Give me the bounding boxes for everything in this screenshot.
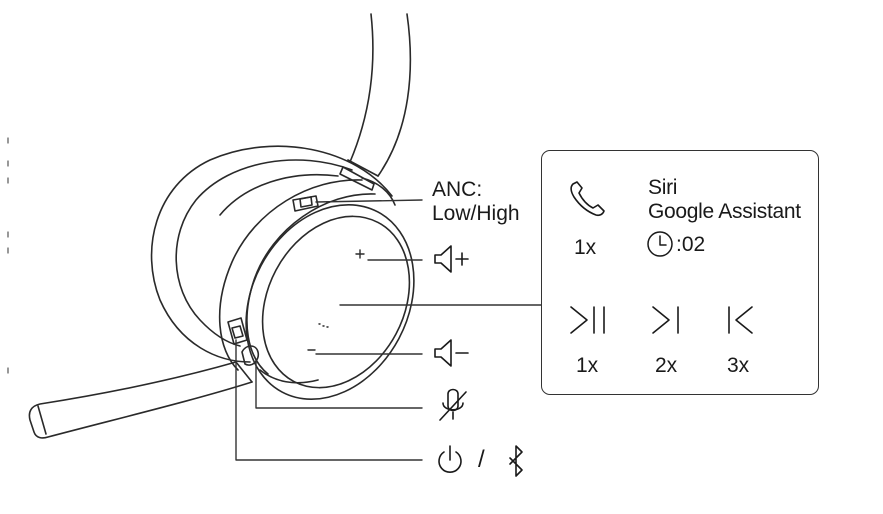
play-pause-press-count: 1x	[576, 354, 599, 377]
headband	[339, 13, 412, 191]
volume-up-icon	[434, 245, 469, 273]
ear-cup	[218, 179, 415, 401]
phone-icon	[570, 181, 605, 217]
assistant-google: Google Assistant	[648, 200, 801, 223]
play-pause-icon	[570, 306, 605, 334]
volume-down-icon	[434, 339, 469, 367]
boom-mic	[28, 361, 253, 439]
anc-label-line1: ANC:	[432, 178, 483, 201]
previous-track-press-count: 3x	[727, 354, 750, 377]
touch-markers	[307, 249, 365, 351]
anc-switch	[292, 195, 319, 212]
anc-label-line2: Low/High	[432, 202, 520, 225]
assistant-label: Siri Google Assistant	[648, 176, 801, 224]
call-press-count: 1x	[574, 236, 597, 259]
power-icon	[438, 445, 462, 473]
previous-track-icon	[728, 306, 753, 334]
next-track-press-count: 2x	[655, 354, 678, 377]
clock-icon	[647, 231, 673, 257]
assistant-hold-duration: :02	[676, 233, 706, 256]
touch-controls-panel	[541, 150, 819, 395]
bluetooth-icon	[509, 445, 523, 477]
next-track-icon	[652, 306, 679, 334]
power-bluetooth-separator: /	[478, 446, 485, 473]
side-buttons	[227, 317, 260, 366]
assistant-siri: Siri	[648, 176, 678, 199]
anc-label: ANC: Low/High	[432, 178, 520, 226]
mic-mute-icon	[439, 388, 467, 421]
leader-lines	[235, 199, 542, 461]
ear-cushion	[150, 145, 396, 363]
